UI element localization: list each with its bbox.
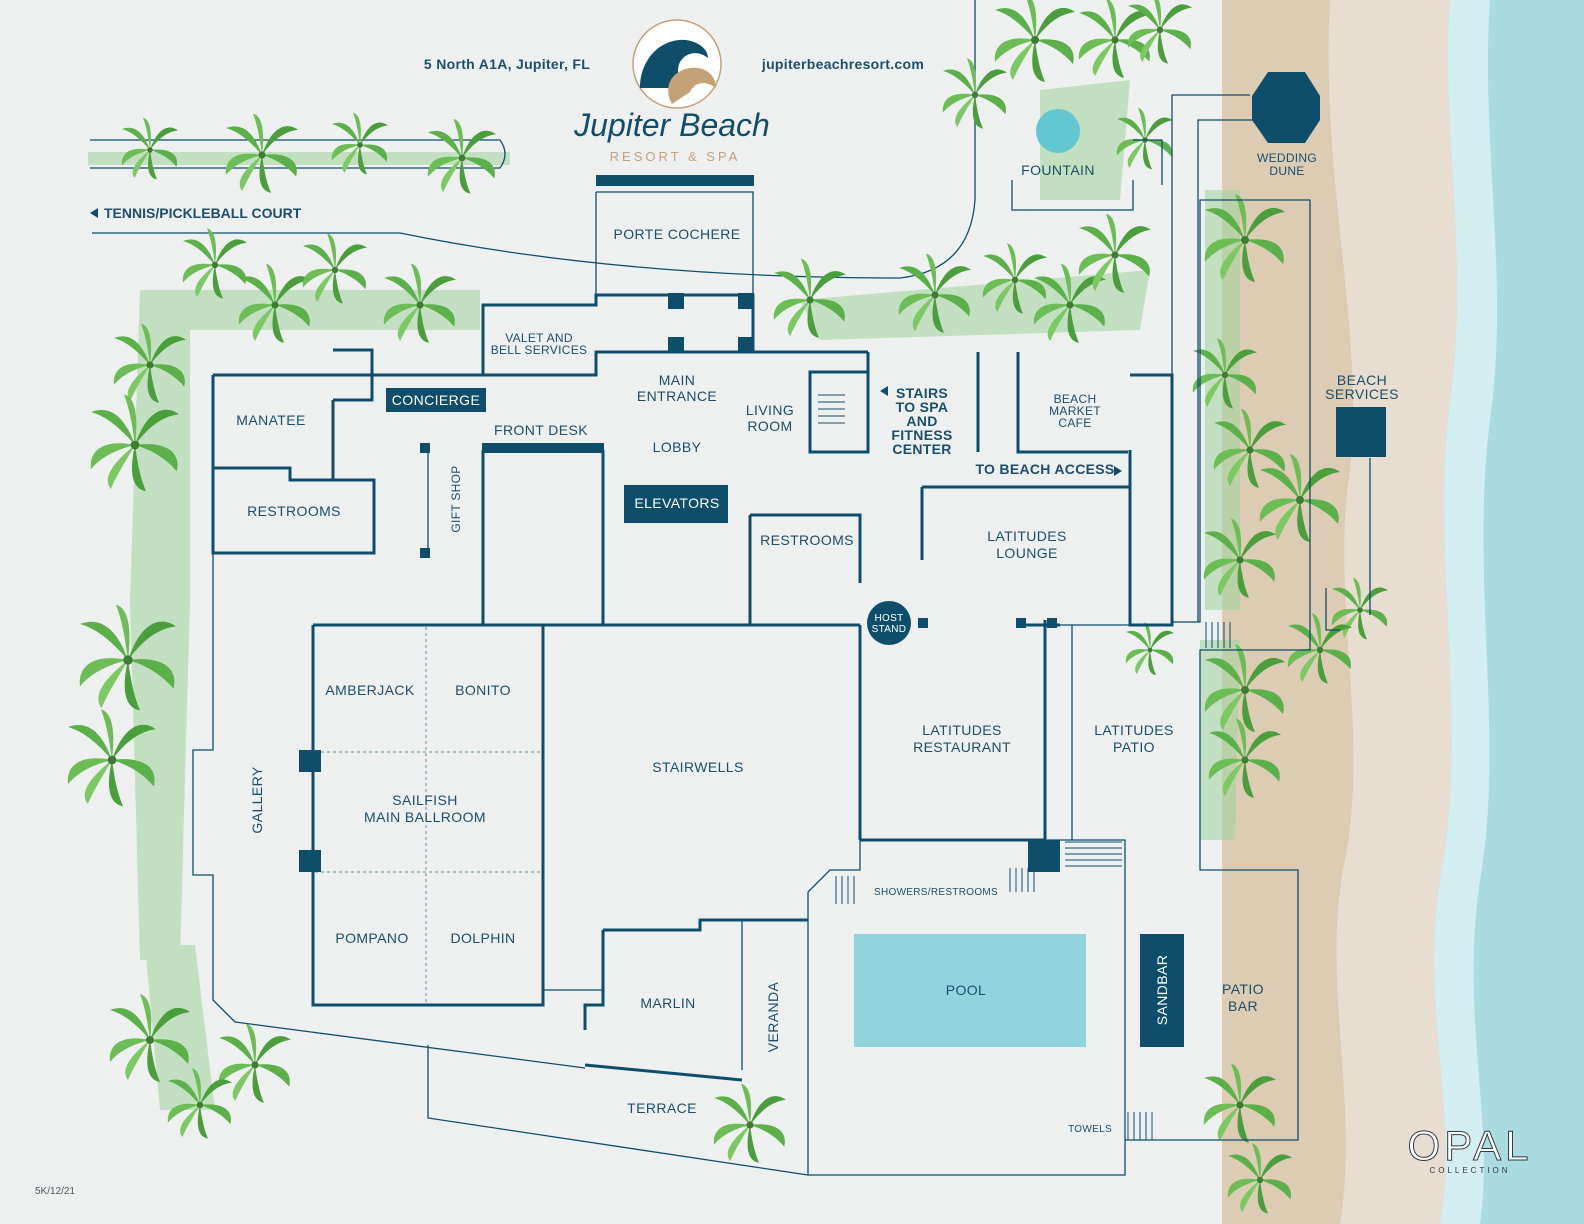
pool-label: POOL	[946, 982, 987, 998]
beach-market-label-3: CAFE	[1058, 416, 1091, 430]
resort-logo: Jupiter Beach RESORT & SPA	[573, 19, 770, 164]
latitudes-lounge-label-2: LOUNGE	[996, 545, 1058, 561]
showers-restrooms-label: SHOWERS/RESTROOMS	[874, 887, 998, 898]
beach-services-label-2: SERVICES	[1325, 386, 1399, 402]
beach-access-label: TO BEACH ACCESS	[975, 461, 1114, 477]
towels-label: TOWELS	[1068, 1124, 1112, 1135]
dolphin-label: DOLPHIN	[450, 930, 515, 946]
logo-name: Jupiter Beach	[573, 107, 770, 143]
latitudes-patio-label-1: LATITUDES	[1094, 722, 1174, 738]
concierge-label: CONCIERGE	[392, 392, 480, 408]
partition-lines	[315, 627, 541, 1003]
logo-tagline: RESORT & SPA	[610, 149, 741, 164]
sailfish-label-1: SAILFISH	[392, 792, 457, 808]
opal-brand-sub: COLLECTION	[1429, 1166, 1510, 1175]
gift-shop-label: GIFT SHOP	[449, 465, 463, 532]
stairwells-label: STAIRWELLS	[652, 759, 743, 775]
fountain-label: FOUNTAIN	[1021, 162, 1095, 178]
restrooms-west-label: RESTROOMS	[247, 503, 341, 519]
host-stand-marker	[867, 601, 911, 645]
valet-label-2: BELL SERVICES	[491, 343, 588, 357]
wedding-dune-shape	[1252, 72, 1320, 143]
elevators-box	[624, 485, 728, 523]
fountain-pool	[1036, 109, 1080, 153]
stair-ladders	[818, 394, 1231, 1140]
wave-icon	[640, 39, 708, 88]
stairs-label-4: FITNESS	[891, 427, 952, 443]
beach-services-kiosk	[1336, 407, 1386, 457]
manatee-label: MANATEE	[236, 412, 305, 428]
arrow-left-icon	[880, 386, 888, 396]
building-walls	[192, 94, 1371, 1176]
ocean-surf	[1434, 0, 1498, 1224]
print-code: 5K/12/21	[35, 1186, 75, 1197]
pool-shape	[854, 934, 1086, 1047]
beach-services-label-1: BEACH	[1337, 372, 1387, 388]
beach-market-label-2: MARKET	[1049, 404, 1101, 418]
wedding-dune-label-2: DUNE	[1269, 164, 1304, 178]
sandbar-shape	[1140, 934, 1184, 1047]
stairs-label-1: STAIRS	[896, 385, 948, 401]
building-features	[299, 175, 1060, 872]
beach-market-label-1: BEACH	[1054, 392, 1097, 406]
patio-bar-label-2: BAR	[1228, 998, 1258, 1014]
veranda-label: VERANDA	[765, 981, 781, 1052]
latitudes-patio-label-2: PATIO	[1113, 739, 1155, 755]
patio-bar-label-1: PATIO	[1222, 981, 1264, 997]
terrace-label: TERRACE	[627, 1100, 697, 1116]
marlin-label: MARLIN	[640, 995, 695, 1011]
latitudes-restaurant-label-1: LATITUDES	[922, 722, 1002, 738]
wet-sand	[1328, 0, 1458, 1224]
living-room-label-2: ROOM	[747, 418, 792, 434]
bonito-label: BONITO	[455, 682, 511, 698]
restrooms-center-label: RESTROOMS	[760, 532, 854, 548]
latitudes-restaurant-label-2: RESTAURANT	[913, 739, 1011, 755]
gallery-label: GALLERY	[249, 766, 265, 833]
sailfish-label-2: MAIN BALLROOM	[364, 809, 486, 825]
stairs-label-5: CENTER	[892, 441, 951, 457]
latitudes-lounge-label-1: LATITUDES	[987, 528, 1067, 544]
arrow-left-icon	[90, 208, 98, 218]
stairs-label-3: AND	[906, 413, 937, 429]
valet-label-1: VALET AND	[505, 331, 573, 345]
amberjack-label: AMBERJACK	[325, 682, 414, 698]
arrow-right-icon	[1114, 466, 1122, 476]
porte-cochere-label: PORTE COCHERE	[613, 226, 740, 242]
front-desk-label: FRONT DESK	[494, 422, 588, 438]
host-stand-label-1: HOST	[875, 613, 904, 624]
lobby-label: LOBBY	[653, 439, 702, 455]
website[interactable]: jupiterbeachresort.com	[761, 56, 924, 72]
living-room-label-1: LIVING	[746, 402, 794, 418]
address: 5 North A1A, Jupiter, FL	[424, 56, 590, 72]
stairs-label-2: TO SPA	[896, 399, 949, 415]
tennis-label[interactable]: TENNIS/PICKLEBALL COURT	[104, 205, 302, 221]
driveway-lines	[90, 0, 976, 279]
main-entrance-label-1: MAIN	[659, 372, 696, 388]
pompano-label: POMPANO	[335, 930, 408, 946]
concierge-box	[386, 388, 486, 412]
host-stand-label-2: STAND	[872, 624, 907, 635]
opal-brand: OPAL	[1408, 1122, 1533, 1169]
elevators-label: ELEVATORS	[634, 495, 719, 511]
wedding-dune-label-1: WEDDING	[1257, 151, 1317, 165]
main-entrance-label-2: ENTRANCE	[637, 388, 717, 404]
sandbar-label: SANDBAR	[1154, 955, 1170, 1025]
